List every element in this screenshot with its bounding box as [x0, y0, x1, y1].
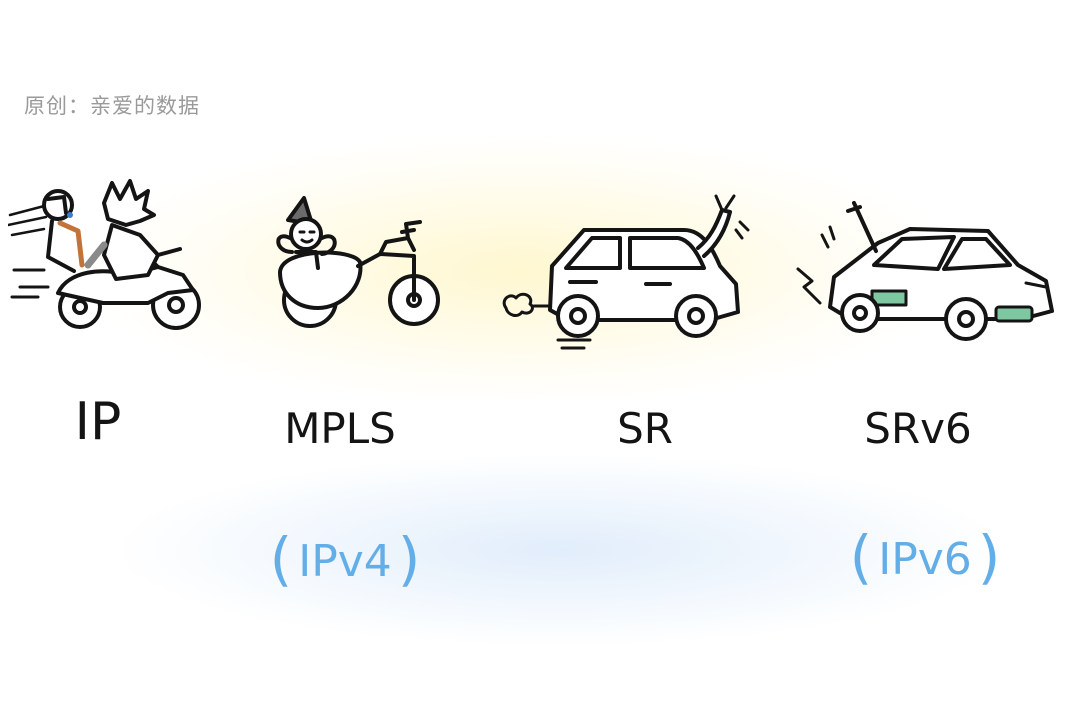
paren-open: (	[269, 525, 293, 593]
ipv6-text: IPv6	[878, 534, 972, 585]
car-with-arm-icon	[500, 190, 750, 360]
ipv4-text: IPv4	[298, 536, 392, 587]
watermark-text: 原创：亲爱的数据	[24, 94, 200, 118]
paren-close: )	[977, 523, 1001, 591]
paren-open: (	[849, 523, 873, 591]
sidecar-motorcycle-icon	[268, 190, 448, 335]
ipv4-badge: (IPv4)	[250, 522, 440, 593]
paren-close: )	[397, 525, 421, 593]
label-srv6: SRv6	[864, 404, 972, 453]
blue-glow-background	[0, 430, 1080, 660]
motorcycle-rider-icon	[8, 175, 208, 335]
ipv6-badge: (IPv6)	[830, 520, 1020, 591]
sports-car-icon	[790, 195, 1060, 355]
label-mpls: MPLS	[284, 404, 396, 453]
label-sr: SR	[617, 404, 673, 453]
label-ip: IP	[74, 392, 122, 452]
